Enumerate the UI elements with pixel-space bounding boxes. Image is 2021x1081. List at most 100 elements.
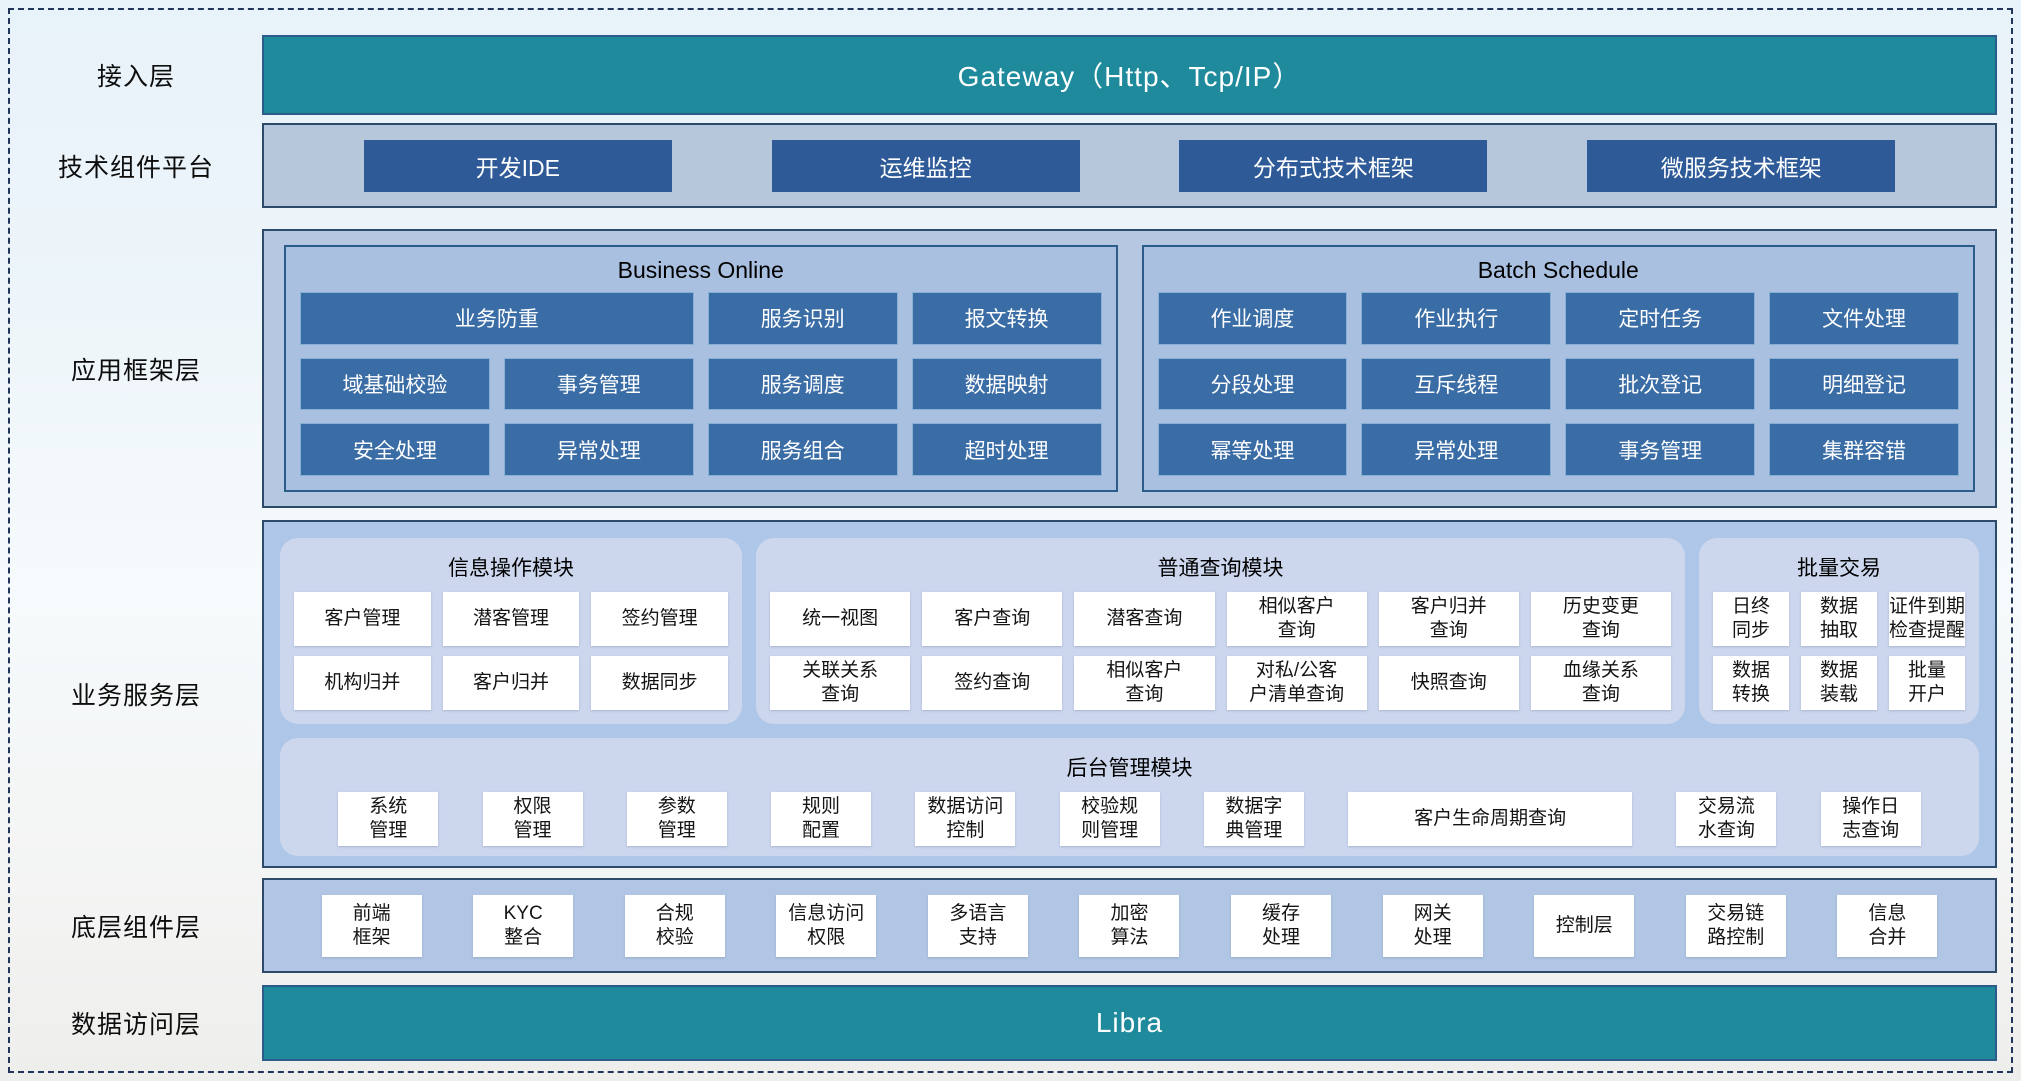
framework-cell: 批次登记 (1565, 357, 1756, 411)
business-online-title: Business Online (617, 257, 784, 283)
admin-card: 权限 管理 (482, 792, 583, 846)
service-card: 数据 装载 (1801, 656, 1877, 710)
framework-cell: 事务管理 (1565, 423, 1756, 476)
batch-schedule-grid: 作业调度作业执行定时任务文件处理分段处理互斥线程批次登记明细登记幂等处理异常处理… (1157, 292, 1959, 476)
framework-cell: 异常处理 (503, 423, 694, 476)
service-card: 客户管理 (294, 592, 431, 646)
component-card: 前端 框架 (321, 894, 422, 957)
component-card: 交易链 路控制 (1685, 894, 1786, 957)
service-card: 关联关系 查询 (770, 656, 911, 710)
batch-schedule-title: Batch Schedule (1477, 257, 1639, 283)
admin-card: 规则 配置 (771, 792, 872, 846)
admin-card: 参数 管理 (626, 792, 727, 846)
framework-cell: 服务调度 (707, 357, 898, 411)
framework-cell: 事务管理 (503, 357, 694, 411)
component-card: 网关 处理 (1382, 894, 1483, 957)
framework-cell: 域基础校验 (300, 357, 490, 411)
admin-module-cards: 系统 管理权限 管理参数 管理规则 配置数据访问 控制校验规 则管理数据字 典管… (294, 792, 1965, 846)
service-card: 证件到期 检查提醒 (1889, 592, 1965, 646)
access-layer-label: 接入层 (96, 63, 175, 91)
service-card: 相似客户 查询 (1226, 592, 1367, 646)
component-container: 前端 框架 KYC 整合合规 校验信息访问 权限多语言 支持加密 算法缓存 处理网… (262, 878, 1997, 973)
framework-cell: 互斥线程 (1361, 357, 1552, 411)
admin-card: 数据字 典管理 (1203, 792, 1304, 846)
service-card: 相似客户 查询 (1074, 656, 1215, 710)
framework-cell: 超时处理 (911, 423, 1102, 476)
framework-cell: 定时任务 (1565, 292, 1756, 345)
service-card: 历史变更 查询 (1530, 592, 1671, 646)
framework-cell: 数据映射 (911, 357, 1102, 411)
batch-module-title: 批量交易 (1797, 557, 1881, 580)
framework-container: Business Online 业务防重服务识别报文转换域基础校验事务管理服务调… (262, 229, 1997, 508)
framework-layer-label: 应用框架层 (70, 356, 201, 385)
service-card: 数据 转换 (1713, 656, 1789, 710)
service-container: 信息操作模块 客户管理潜客管理签约管理机构归并客户归并数据同步 普通查询模块 统… (262, 520, 1997, 868)
component-card: 合规 校验 (624, 894, 725, 957)
gateway-bar: Gateway（Http、Tcp/IP） (262, 35, 1997, 115)
libra-bar: Libra (262, 985, 1997, 1061)
admin-card: 校验规 则管理 (1059, 792, 1160, 846)
batch-module-grid: 日终 同步数据 抽取证件到期 检查提醒数据 转换数据 装载批量 开户 (1713, 592, 1965, 710)
tech-platform-button: 微服务技术框架 (1587, 139, 1896, 192)
info-operation-module: 信息操作模块 客户管理潜客管理签约管理机构归并客户归并数据同步 (280, 538, 742, 724)
framework-cell: 集群容错 (1769, 423, 1959, 476)
framework-cell: 作业执行 (1361, 292, 1552, 345)
framework-cell: 报文转换 (911, 292, 1102, 345)
service-card: 数据 抽取 (1801, 592, 1877, 646)
admin-card: 系统 管理 (338, 792, 439, 846)
framework-cell: 业务防重 (300, 292, 694, 345)
tech-platform-button: 运维监控 (771, 139, 1080, 192)
access-layer-row: 接入层 Gateway（Http、Tcp/IP） (10, 35, 1997, 115)
service-card: 客户归并 查询 (1378, 592, 1519, 646)
info-module-title: 信息操作模块 (448, 557, 574, 580)
component-card: 控制层 (1534, 894, 1635, 957)
service-card: 机构归并 (294, 656, 431, 710)
business-online-grid: 业务防重服务识别报文转换域基础校验事务管理服务调度数据映射安全处理异常处理服务组… (300, 292, 1102, 476)
admin-card: 客户生命周期查询 (1348, 792, 1633, 846)
framework-cell: 异常处理 (1361, 423, 1552, 476)
tech-platform-label: 技术组件平台 (57, 153, 214, 182)
service-layer-row: 业务服务层 信息操作模块 客户管理潜客管理签约管理机构归并客户归并数据同步 普通… (10, 520, 1997, 868)
admin-module: 后台管理模块 系统 管理权限 管理参数 管理规则 配置数据访问 控制校验规 则管… (280, 738, 1979, 856)
service-card: 潜客查询 (1074, 592, 1215, 646)
info-module-grid: 客户管理潜客管理签约管理机构归并客户归并数据同步 (294, 592, 728, 710)
component-card: 加密 算法 (1079, 894, 1180, 957)
service-modules-row: 信息操作模块 客户管理潜客管理签约管理机构归并客户归并数据同步 普通查询模块 统… (280, 538, 1979, 724)
admin-card: 操作日 志查询 (1820, 792, 1921, 846)
service-card: 统一视图 (770, 592, 911, 646)
component-card: KYC 整合 (473, 894, 574, 957)
service-card: 血缘关系 查询 (1530, 656, 1671, 710)
service-card: 批量 开户 (1889, 656, 1965, 710)
component-layer-row: 底层组件层 前端 框架 KYC 整合合规 校验信息访问 权限多语言 支持加密 算法… (10, 878, 1997, 973)
framework-cell: 服务组合 (707, 423, 898, 476)
admin-card: 数据访问 控制 (915, 792, 1016, 846)
tech-platform-button: 分布式技术框架 (1179, 139, 1488, 192)
service-card: 数据同步 (591, 656, 728, 710)
service-card: 客户归并 (442, 656, 580, 710)
service-card: 对私/公客 户清单查询 (1226, 656, 1367, 710)
framework-cell: 分段处理 (1157, 357, 1348, 411)
component-card: 信息 合并 (1837, 894, 1938, 957)
component-card: 多语言 支持 (927, 894, 1028, 957)
framework-cell: 服务识别 (707, 292, 898, 345)
data-access-layer-label: 数据访问层 (70, 1011, 201, 1039)
common-query-module: 普通查询模块 统一视图客户查询潜客查询相似客户 查询客户归并 查询历史变更 查询… (756, 538, 1685, 724)
component-layer-label: 底层组件层 (70, 913, 201, 942)
business-online-group: Business Online 业务防重服务识别报文转换域基础校验事务管理服务调… (284, 245, 1118, 492)
service-card: 签约管理 (591, 592, 728, 646)
component-card: 信息访问 权限 (776, 894, 877, 957)
service-card: 客户查询 (922, 592, 1063, 646)
batch-transaction-module: 批量交易 日终 同步数据 抽取证件到期 检查提醒数据 转换数据 装载批量 开户 (1699, 538, 1979, 724)
admin-card: 交易流 水查询 (1676, 792, 1777, 846)
component-card: 缓存 处理 (1231, 894, 1332, 957)
service-card: 快照查询 (1378, 656, 1519, 710)
framework-layer-row: 应用框架层 Business Online 业务防重服务识别报文转换域基础校验事… (10, 229, 1997, 508)
service-card: 潜客管理 (442, 592, 580, 646)
batch-schedule-group: Batch Schedule 作业调度作业执行定时任务文件处理分段处理互斥线程批… (1141, 245, 1975, 492)
framework-cell: 明细登记 (1769, 357, 1959, 411)
query-module-grid: 统一视图客户查询潜客查询相似客户 查询客户归并 查询历史变更 查询关联关系 查询… (770, 592, 1671, 710)
